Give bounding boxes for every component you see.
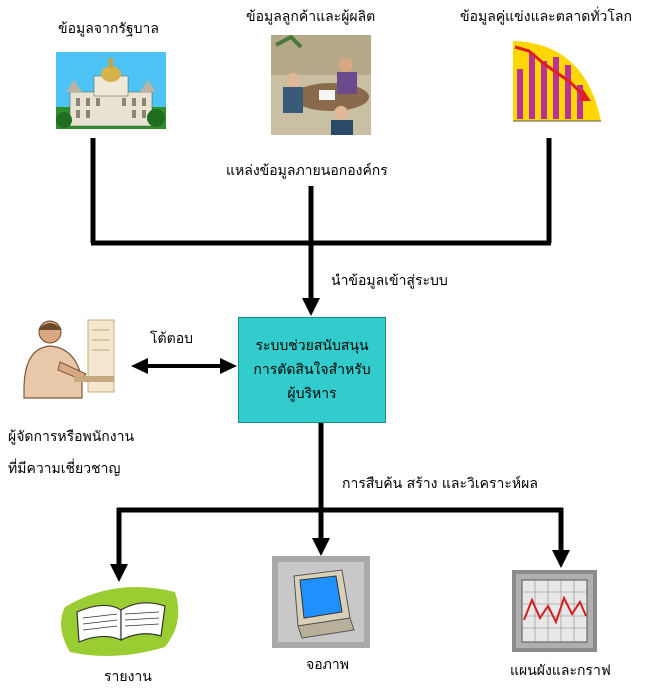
capitol-building-icon xyxy=(56,52,166,129)
report-book-icon xyxy=(61,587,179,656)
government-label: ข้อมูลจากรัฐบาล xyxy=(58,21,159,37)
screen-label: จอภาพ xyxy=(306,657,349,673)
dss-center-box: ระบบช่วยสนับสนุน การตัดสินใจสำหรับ ผู้บร… xyxy=(238,317,386,423)
meeting-photo-icon xyxy=(271,35,371,135)
interact-arrow-left xyxy=(131,358,148,374)
report-arrowhead xyxy=(110,564,128,582)
monitor-icon xyxy=(272,556,370,648)
screen-arrowhead xyxy=(312,538,330,556)
competitors-label: ข้อมูลคู่แข่งและตลาดทั่วโลก xyxy=(460,9,632,25)
market-chart-icon xyxy=(513,41,601,122)
user-label-line-2: ที่มีความเชี่ยวชาญ xyxy=(8,461,121,477)
customers-label: ข้อมูลลูกค้าและผู้ผลิต xyxy=(246,9,376,25)
center-line-3: ผู้บริหาร xyxy=(287,386,337,402)
process-label: การสืบค้น สร้าง และวิเคราะห์ผล xyxy=(342,476,538,492)
report-label: รายงาน xyxy=(104,669,152,685)
graph-arrowhead xyxy=(552,550,570,568)
center-line-2: การตัดสินใจสำหรับ xyxy=(253,362,371,378)
graph-icon xyxy=(512,570,597,652)
input-arrowhead xyxy=(302,298,320,316)
graph-label: แผนผังและกราฟ xyxy=(510,663,611,679)
expert-user-icon xyxy=(23,319,115,399)
user-label-line-1: ผู้จัดการหรือพนักงาน xyxy=(8,429,135,445)
center-line-1: ระบบช่วยสนับสนุน xyxy=(255,338,369,354)
interact-arrow-right xyxy=(220,358,237,374)
interact-label: โต้ตอบ xyxy=(150,331,193,347)
input-label: นำข้อมูลเข้าสู่ระบบ xyxy=(331,273,448,289)
external-sources-label: แหล่งข้อมูลภายนอกองค์กร xyxy=(226,163,388,179)
